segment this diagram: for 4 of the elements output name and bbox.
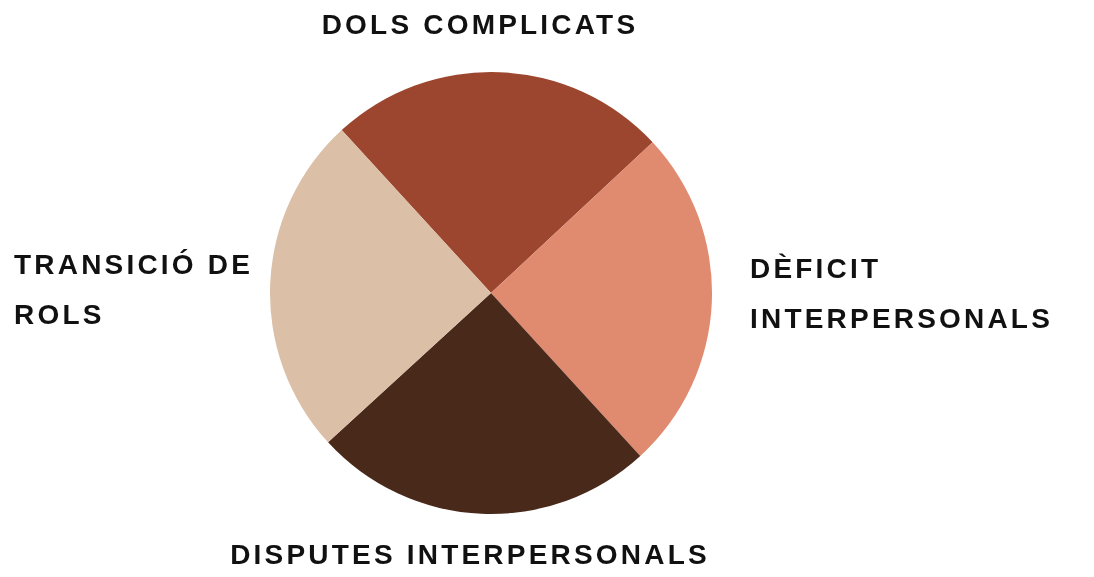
slice-label: DISPUTES INTERPERSONALS	[229, 538, 711, 572]
slice-label: TRANSICIÓ DE ROLS	[14, 248, 254, 332]
slice-label: DÈFICIT INTERPERSONALS	[750, 252, 1055, 336]
slice-label: DOLS COMPLICATS	[320, 8, 640, 42]
